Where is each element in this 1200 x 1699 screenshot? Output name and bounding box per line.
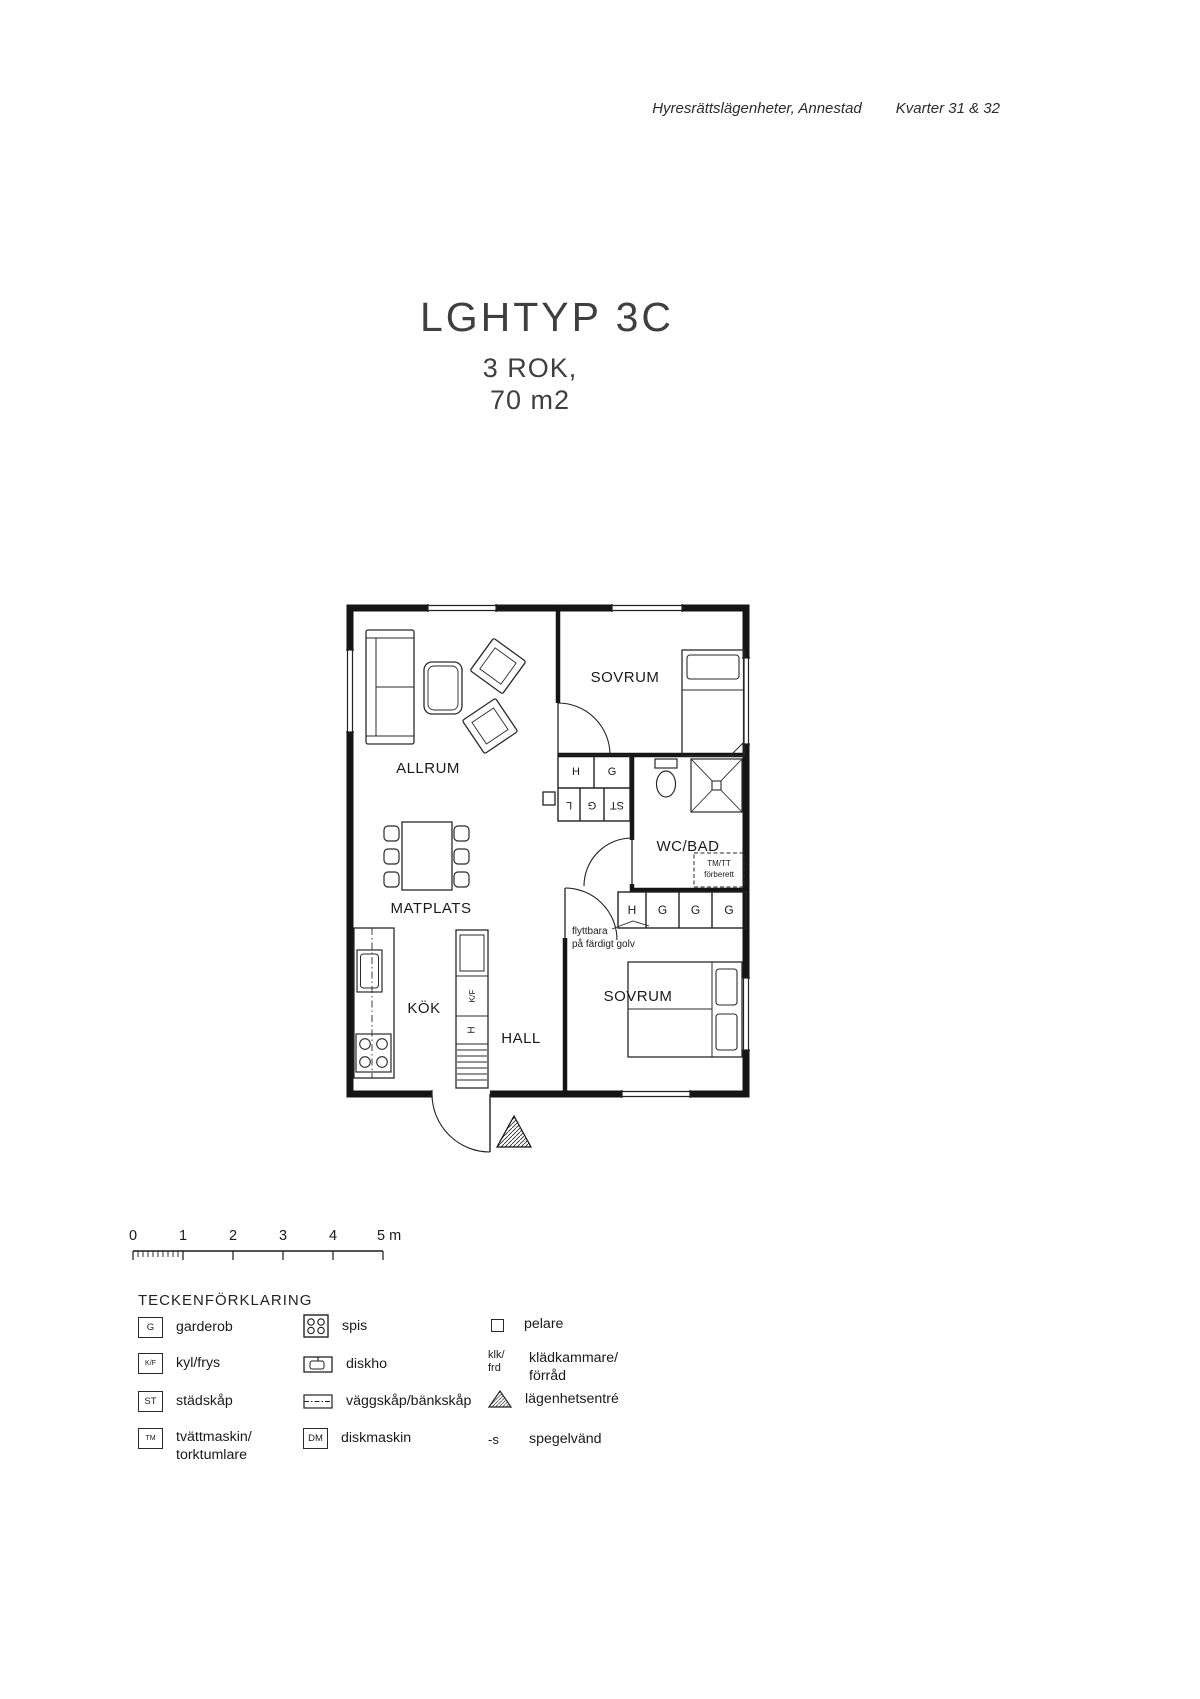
scale-4: 4: [329, 1228, 337, 1244]
tmtt-label: TM/TT: [707, 859, 731, 868]
room-label-kok: KÖK: [407, 999, 440, 1017]
interior-doors: [557, 702, 633, 941]
subtitle-rok: 3 ROK,: [482, 353, 578, 383]
pelare-symbol: [542, 791, 556, 806]
scale-1: 1: [179, 1228, 187, 1244]
closet-label-l-mirrored: L: [566, 799, 572, 811]
legend-item-tvattmaskin: TM tvättmaskin/ torktumlare: [138, 1428, 252, 1465]
pelare-icon: [491, 1319, 504, 1332]
garderob-icon: G: [138, 1317, 163, 1338]
closet-row-g2: G: [691, 903, 700, 917]
closet-row-h: H: [628, 903, 637, 917]
dining-table: [383, 821, 470, 891]
page-title: LGHTYP 3C: [419, 294, 675, 340]
klk-frd-symbol: klk/ frd: [488, 1349, 505, 1374]
stadskap-icon: ST: [138, 1391, 163, 1412]
armchair-2: [462, 698, 518, 754]
room-label-sovrum-bottom: SOVRUM: [604, 988, 673, 1005]
bedroom-closets: [617, 891, 747, 929]
closet-label-g: G: [608, 766, 617, 778]
armchair-1: [470, 638, 526, 694]
entry-door: [431, 1090, 491, 1153]
header-project: Hyresrättslägenheter, Annestad: [652, 100, 862, 117]
kylfrys-icon: K/F: [138, 1353, 163, 1374]
title-block: LGHTYP 3C: [297, 294, 797, 341]
floor-note-leader: [611, 920, 650, 930]
legend-item-stadskap: ST städskåp: [138, 1391, 233, 1412]
scale-bar: 0 1 2 3 4 5 m: [129, 1228, 401, 1260]
windows: [346, 604, 750, 1098]
diskmaskin-icon: DM: [303, 1428, 328, 1449]
sink-icon: [356, 949, 383, 993]
legend-item-kylfrys: K/F kyl/frys: [138, 1353, 220, 1374]
closet-row-g3: G: [724, 903, 733, 917]
closet-label-st-mirrored: ST: [610, 799, 624, 811]
scale-2: 2: [229, 1228, 237, 1244]
toilet-icon: [654, 758, 678, 798]
header-kvarter: Kvarter 31 & 32: [895, 100, 1000, 117]
sofa: [365, 629, 415, 745]
hall-closets: [557, 754, 631, 822]
washer-prep-box: TM/TT förberett: [693, 852, 745, 888]
subtitle-block: 3 ROK, 70 m2: [280, 352, 780, 417]
legend-item-spis: spis: [303, 1314, 367, 1338]
bed-bottom: [627, 961, 743, 1058]
legend-title: TECKENFÖRKLARING: [138, 1292, 313, 1309]
room-label-allrum: ALLRUM: [396, 760, 460, 777]
tmtt-prep-label: förberett: [704, 870, 735, 879]
scale-0: 0: [129, 1228, 137, 1244]
legend-item-spegelvand: -s spegelvänd: [488, 1431, 602, 1447]
legend-item-diskmaskin: DM diskmaskin: [303, 1428, 411, 1449]
legend-item-vaggskap: väggskåp/bänkskåp: [303, 1392, 471, 1410]
coffee-table: [423, 661, 463, 715]
spegelvand-symbol: -s: [488, 1431, 499, 1447]
closet-label-g-mirrored: G: [588, 799, 597, 811]
subtitle-area: 70 m2: [489, 385, 571, 416]
fridge-unit: [455, 929, 489, 1089]
kitchen-counter: [353, 927, 395, 1079]
diskho-icon: [303, 1356, 333, 1373]
apartment-entrance-icon: [495, 1114, 533, 1148]
closet-label-h: H: [572, 766, 580, 778]
fridge-label: K/F: [467, 989, 477, 1002]
legend-item-entre: lägenhetsentré: [488, 1390, 619, 1408]
legend-item-garderob: G garderob: [138, 1317, 233, 1338]
room-label-hall: HALL: [501, 1030, 541, 1047]
scale-3: 3: [279, 1228, 287, 1244]
spis-icon: [303, 1314, 329, 1338]
scale-5m: 5 m: [377, 1228, 401, 1244]
legend-item-diskho: diskho: [303, 1354, 387, 1374]
floor-note-line1: flyttbara: [572, 926, 608, 937]
vaggskap-icon: [303, 1394, 333, 1409]
bed-top: [681, 649, 745, 757]
room-label-wcbad: WC/BAD: [657, 838, 720, 855]
shower-icon: [690, 758, 743, 813]
hat-shelf-label: H: [467, 1026, 478, 1033]
closet-row-g1: G: [658, 903, 667, 917]
stove-icon: [355, 1033, 392, 1073]
room-label-sovrum-top: SOVRUM: [591, 669, 660, 686]
legend-item-pelare: pelare: [488, 1315, 563, 1333]
page-header: Hyresrättslägenheter, Annestad Kvarter 3…: [652, 100, 1000, 117]
room-label-matplats: MATPLATS: [391, 900, 472, 917]
floor-note-line2: på färdigt golv: [572, 938, 635, 950]
legend-item-kladkammare: klk/ frd klädkammare/ förråd: [488, 1349, 619, 1385]
tvattmaskin-icon: TM: [138, 1428, 163, 1449]
entre-icon: [488, 1390, 512, 1408]
floor-plan: H G L G ST H G G G TM/TT: [346, 604, 750, 1153]
outer-walls: [346, 604, 750, 1098]
